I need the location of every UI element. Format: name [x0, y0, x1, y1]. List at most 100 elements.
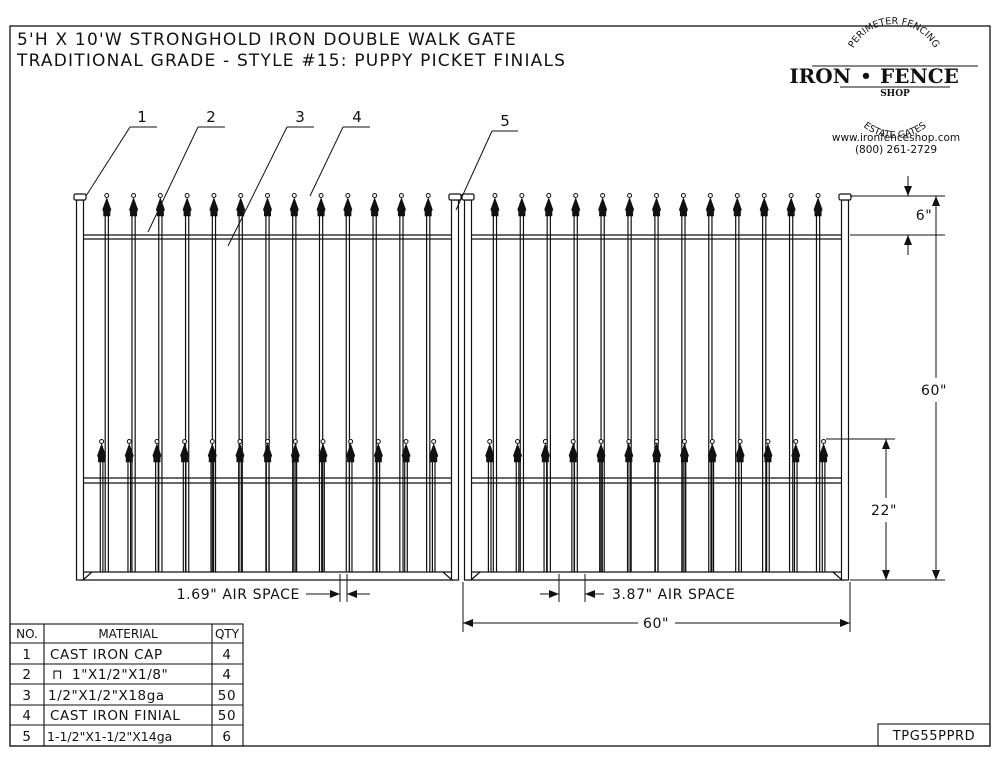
table-row-1-qty: 4	[222, 647, 231, 663]
left-leaf-puppy-finial-10	[346, 443, 356, 463]
dim-width: 60"	[643, 616, 669, 632]
table-row-5-qty: 6	[222, 729, 231, 745]
left-leaf-finial-11-ball	[372, 193, 378, 198]
drawing-number: TPG55PPRD	[892, 729, 976, 744]
right-leaf-corner-right	[832, 571, 843, 581]
right-leaf-finial-10	[732, 197, 742, 217]
right-leaf-puppy-finial-11	[763, 443, 773, 463]
left-leaf-puppy-finial-12-ball	[403, 439, 409, 444]
right-leaf-finial-6-ball	[627, 193, 633, 198]
right-leaf-finial-10-ball	[734, 193, 740, 198]
dimension-lines	[306, 176, 945, 632]
left-leaf-corner-right	[442, 571, 453, 581]
left-leaf-puppy-finial-11	[373, 443, 383, 463]
logo-brand-dot: •	[860, 66, 872, 87]
callout-1: 1	[137, 108, 147, 126]
table-row-1-material: CAST IRON CAP	[50, 647, 163, 663]
logo-phone: (800) 261-2729	[855, 144, 937, 156]
right-leaf-puppy-finial-6	[624, 443, 634, 463]
logo-brand-right: FENCE	[880, 64, 959, 88]
left-leaf-puppy-finial-1-ball	[99, 439, 105, 444]
right-leaf-finial-8-ball	[680, 193, 686, 198]
right-leaf-puppy-finial-13	[819, 443, 829, 463]
left-leaf-post-left-cap	[73, 193, 87, 201]
left-leaf-puppy-finial-2	[124, 443, 134, 463]
logo-website: www.ironfenceshop.com	[832, 132, 960, 144]
left-leaf-puppy-finial-12	[401, 443, 411, 463]
right-leaf-finial-4	[571, 197, 581, 217]
right-leaf-finial-2-ball	[519, 193, 525, 198]
right-leaf-finial-11	[759, 197, 769, 217]
right-leaf-finial-3	[544, 197, 554, 217]
right-leaf-puppy-finial-11-ball	[765, 439, 771, 444]
logo-brand-left: IRON	[789, 64, 851, 88]
dim-air-space-right: 3.87" AIR SPACE	[612, 587, 735, 603]
callouts	[85, 126, 518, 247]
channel-icon: ⊓	[52, 667, 63, 683]
table-header-qty: QTY	[215, 627, 240, 641]
right-leaf-puppy-finial-8	[679, 443, 689, 463]
left-leaf-puppy-finial-3-ball	[154, 439, 160, 444]
right-leaf-finial-8	[678, 197, 688, 217]
logo-brand-sub: SHOP	[880, 89, 910, 99]
left-leaf-puppy-finial-4-ball	[182, 439, 188, 444]
right-leaf-finial-13	[813, 197, 823, 217]
left-leaf-puppy-finial-13	[429, 443, 439, 463]
right-leaf-finial-11-ball	[761, 193, 767, 198]
right-leaf-puppy-finial-5	[596, 443, 606, 463]
right-leaf-finial-9	[705, 197, 715, 217]
table-row-3-no: 3	[22, 688, 31, 704]
dim-puppy-height: 22"	[871, 503, 897, 519]
right-leaf-finial-5	[598, 197, 608, 217]
right-leaf-puppy-finial-4-ball	[570, 439, 576, 444]
table-row-2-qty: 4	[222, 667, 231, 683]
left-leaf-finial-2	[129, 197, 139, 217]
left-leaf-puppy-finial-10-ball	[348, 439, 354, 444]
right-leaf-finial-12-ball	[788, 193, 794, 198]
left-leaf-puppy-finial-8	[290, 443, 300, 463]
dim-air-space-left: 1.69" AIR SPACE	[177, 587, 300, 603]
right-leaf-finial-7	[652, 197, 661, 217]
right-leaf-puppy-finial-10-ball	[737, 439, 743, 444]
right-leaf-puppy-finial-2	[513, 443, 523, 463]
right-leaf-puppy-finial-1	[485, 443, 495, 463]
right-leaf-finial-2	[517, 197, 527, 217]
table-row-1-no: 1	[22, 647, 31, 663]
left-leaf-finial-11	[370, 197, 380, 217]
right-leaf-finial-6	[625, 197, 635, 217]
left-leaf-finial-4-ball	[184, 193, 190, 198]
table-row-3-qty: 50	[218, 688, 236, 704]
left-leaf-finial-7	[263, 197, 272, 217]
left-leaf-finial-2-ball	[131, 193, 137, 198]
right-leaf-puppy-finial-3	[540, 443, 550, 463]
left-leaf-finial-9	[316, 197, 326, 217]
right-leaf-puppy-finial-12	[791, 443, 801, 463]
title-line-1: 5'H X 10'W STRONGHOLD IRON DOUBLE WALK G…	[17, 30, 517, 50]
table-row-2-material: 1"X1/2"X1/8"	[72, 667, 168, 683]
right-leaf-puppy-finial-10	[735, 443, 745, 463]
left-leaf-puppy-finial-11-ball	[375, 439, 381, 444]
left-leaf-finial-1-ball	[104, 193, 110, 198]
right-leaf-finial-1	[490, 197, 500, 217]
left-leaf-finial-10	[343, 197, 353, 217]
left-leaf-puppy-finial-2-ball	[126, 439, 132, 444]
right-leaf-post-left	[463, 199, 473, 581]
company-logo: PERIMETER FENCING IRON • FENCE SHOP ESTA…	[789, 16, 978, 156]
dim-top-offset: 6"	[916, 208, 933, 224]
title-line-2: TRADITIONAL GRADE - STYLE #15: PUPPY PIC…	[16, 51, 566, 71]
right-leaf-finial-5-ball	[600, 193, 606, 198]
right-leaf-puppy-finial-1-ball	[487, 439, 493, 444]
right-leaf-puppy-finial-13-ball	[821, 439, 827, 444]
left-leaf-finial-1	[102, 197, 112, 217]
left-leaf-puppy-finial-8-ball	[292, 439, 298, 444]
right-leaf-puppy-finial-8-ball	[681, 439, 687, 444]
table-row-4-no: 4	[22, 708, 31, 724]
table-row-5-no: 5	[22, 729, 31, 745]
drawing-border	[9, 25, 991, 747]
left-leaf-finial-5	[209, 197, 219, 217]
right-leaf-puppy-finial-9	[707, 443, 717, 463]
left-leaf-puppy-finial-6	[235, 443, 245, 463]
right-leaf-puppy-finial-9-ball	[709, 439, 715, 444]
double-walk-gate	[73, 193, 852, 581]
